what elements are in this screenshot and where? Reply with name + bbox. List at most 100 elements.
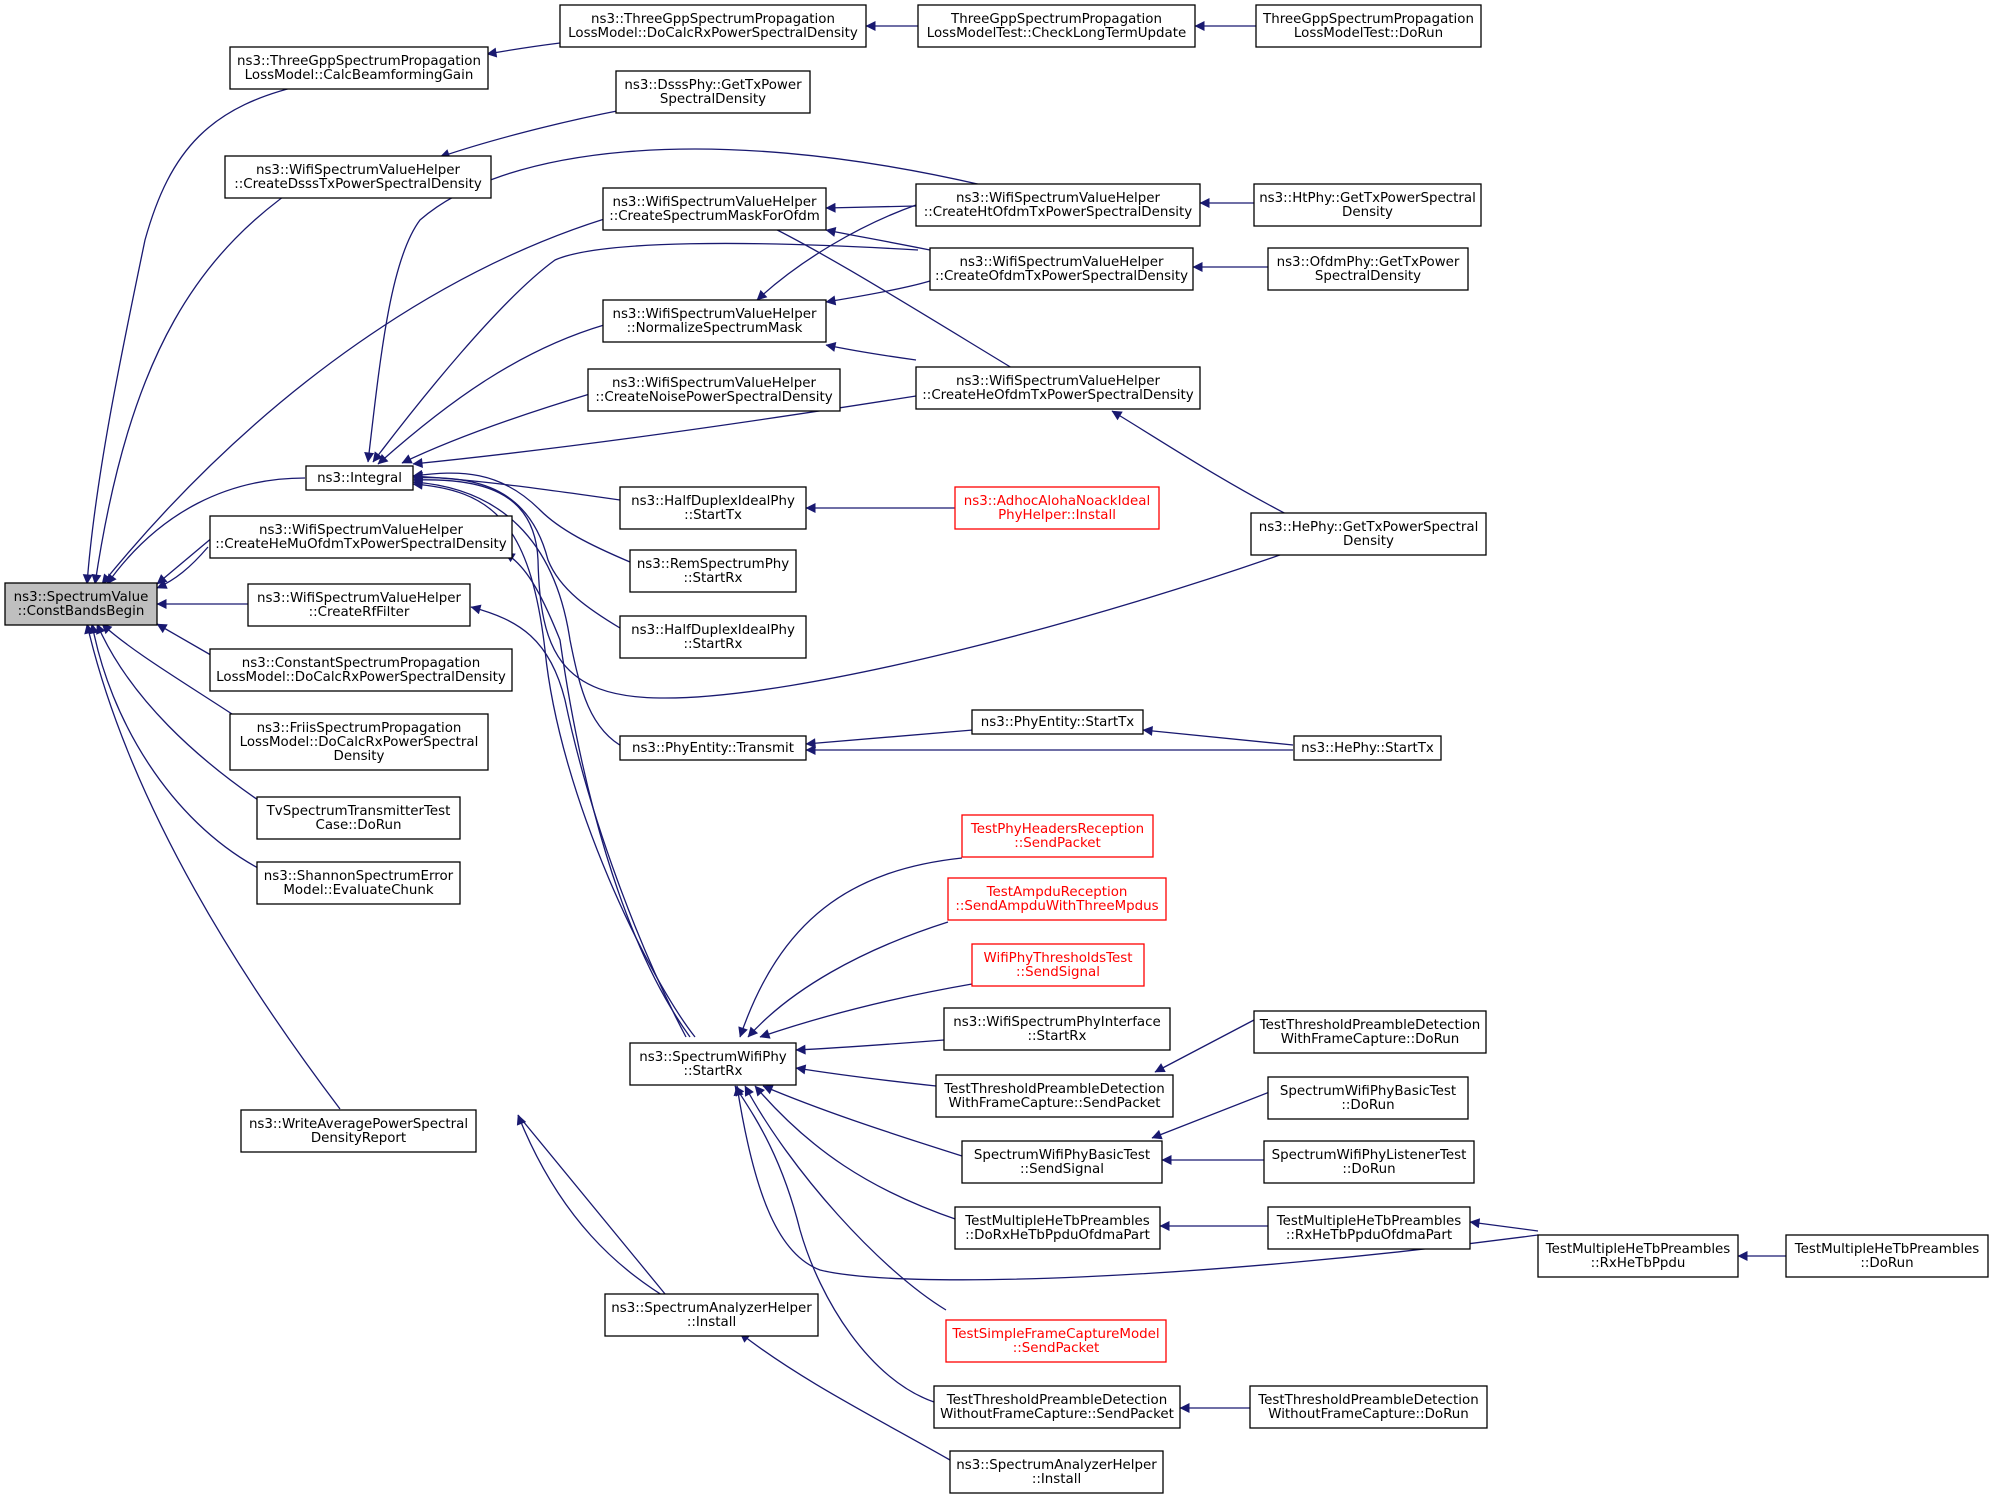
node-label-line: ns3::ThreeGppSpectrumPropagation	[591, 12, 835, 27]
node-box	[1267, 1206, 1471, 1250]
node-createMask[interactable]: ns3::WifiSpectrumValueHelper::CreateSpec…	[602, 187, 827, 231]
node-box	[935, 1074, 1174, 1118]
node-label-line: ns3::WifiSpectrumValueHelper	[259, 523, 464, 538]
node-createNoise[interactable]: ns3::WifiSpectrumValueHelper::CreateNois…	[587, 368, 841, 412]
node-createDsss[interactable]: ns3::WifiSpectrumValueHelper::CreateDsss…	[224, 155, 492, 199]
node-createRf[interactable]: ns3::WifiSpectrumValueHelper::CreateRfFi…	[247, 583, 471, 627]
node-createHt[interactable]: ns3::WifiSpectrumValueHelper::CreateHtOf…	[915, 183, 1201, 227]
node-adhoc[interactable]: ns3::AdhocAlohaNoackIdealPhyHelper::Inst…	[954, 486, 1160, 530]
node-label-line: TestThresholdPreambleDetection	[946, 1393, 1167, 1408]
node-sahInstall1[interactable]: ns3::SpectrumAnalyzerHelper::Install	[604, 1293, 819, 1337]
node-label-line: ns3::FriisSpectrumPropagation	[257, 721, 462, 736]
node-integral[interactable]: ns3::Integral	[305, 465, 414, 491]
node-wspiStartRx[interactable]: ns3::WifiSpectrumPhyInterface::StartRx	[943, 1007, 1171, 1051]
node-box	[1267, 1076, 1469, 1120]
node-tampdu[interactable]: TestAmpduReception::SendAmpduWithThreeMp…	[947, 877, 1167, 921]
node-label-line: ns3::ShannonSpectrumError	[264, 869, 454, 884]
node-label-line: TestThresholdPreambleDetection	[1257, 1393, 1478, 1408]
node-label-line: ns3::WifiSpectrumPhyInterface	[953, 1015, 1160, 1030]
edge	[1151, 1090, 1273, 1140]
node-thrSend[interactable]: WifiPhyThresholdsTest::SendSignal	[971, 943, 1145, 987]
node-swplRun[interactable]: SpectrumWifiPhyListenerTest::DoRun	[1263, 1140, 1475, 1184]
node-box	[256, 861, 461, 905]
node-label-line: ns3::WifiSpectrumValueHelper	[612, 307, 817, 322]
function-nodes: ns3::SpectrumValue::ConstBandsBeginns3::…	[4, 4, 1989, 1494]
node-swpbRun[interactable]: SpectrumWifiPhyBasicTest::DoRun	[1267, 1076, 1469, 1120]
node-tphrSend[interactable]: TestPhyHeadersReception::SendPacket	[961, 814, 1154, 858]
node-label-line: WithFrameCapture::SendPacket	[949, 1096, 1161, 1111]
node-label-line: Density	[334, 749, 385, 764]
node-createOfdm[interactable]: ns3::WifiSpectrumValueHelper::CreateOfdm…	[929, 247, 1194, 291]
node-friis[interactable]: ns3::FriisSpectrumPropagationLossModel::…	[229, 713, 489, 771]
node-label-line: ::CreateHeOfdmTxPowerSpectralDensity	[922, 388, 1193, 403]
node-phyStartTx[interactable]: ns3::PhyEntity::StartTx	[971, 709, 1144, 735]
node-box	[305, 465, 414, 491]
node-label-line: ::StartRx	[684, 637, 743, 652]
node-tmhRx[interactable]: TestMultipleHeTbPreambles::RxHeTbPpdu	[1537, 1234, 1739, 1278]
node-label-line: ::DoRun	[1341, 1098, 1394, 1113]
node-label-line: WithoutFrameCapture::DoRun	[1268, 1407, 1469, 1422]
node-label-line: TestSimpleFrameCaptureModel	[951, 1327, 1159, 1342]
node-remStartRx[interactable]: ns3::RemSpectrumPhy::StartRx	[629, 549, 797, 593]
edge	[1142, 725, 1294, 746]
node-label-line: LossModelTest::DoRun	[1294, 26, 1443, 41]
node-tmhRxOfdma[interactable]: TestMultipleHeTbPreambles::RxHeTbPpduOfd…	[1267, 1206, 1471, 1250]
node-label-line: Model::EvaluateChunk	[283, 883, 434, 898]
node-label-line: TestMultipleHeTbPreambles	[1794, 1242, 1980, 1257]
edge	[377, 324, 605, 465]
edge	[412, 479, 696, 1038]
edge	[412, 477, 626, 749]
node-tpdWithoutRun[interactable]: TestThresholdPreambleDetectionWithoutFra…	[1249, 1385, 1488, 1429]
node-label-line: SpectrumWifiPhyBasicTest	[974, 1148, 1150, 1163]
node-hdStartRx[interactable]: ns3::HalfDuplexIdealPhy::StartRx	[619, 615, 807, 659]
node-box	[1249, 1385, 1488, 1429]
node-tmhDoRx[interactable]: TestMultipleHeTbPreambles::DoRxHeTbPpduO…	[954, 1206, 1161, 1250]
node-tpdWithRun[interactable]: TestThresholdPreambleDetectionWithFrameC…	[1253, 1010, 1487, 1054]
node-label-line: ns3::WifiSpectrumValueHelper	[257, 591, 462, 606]
node-root[interactable]: ns3::SpectrumValue::ConstBandsBegin	[4, 582, 158, 626]
node-createHeMu[interactable]: ns3::WifiSpectrumValueHelper::CreateHeMu…	[209, 515, 513, 559]
node-swpStartRx[interactable]: ns3::SpectrumWifiPhy::StartRx	[629, 1042, 797, 1086]
node-constDoCalc[interactable]: ns3::ConstantSpectrumPropagationLossMode…	[209, 648, 513, 692]
node-box	[1785, 1234, 1989, 1278]
node-sahInstall2[interactable]: ns3::SpectrumAnalyzerHelper::Install	[949, 1450, 1164, 1494]
edge	[486, 42, 561, 58]
node-label-line: ::CreateDsssTxPowerSpectralDensity	[234, 177, 482, 192]
edge	[756, 204, 917, 301]
node-box	[1267, 247, 1469, 291]
node-writeAvg[interactable]: ns3::WriteAveragePowerSpectralDensityRep…	[240, 1109, 477, 1153]
node-label-line: TestThresholdPreambleDetection	[943, 1082, 1164, 1097]
node-label-line: ::SendPacket	[1013, 1341, 1100, 1356]
node-label-line: ::CreateNoisePowerSpectralDensity	[595, 390, 832, 405]
node-tgppCheck[interactable]: ThreeGppSpectrumPropagationLossModelTest…	[917, 4, 1196, 48]
node-tsfcSend[interactable]: TestSimpleFrameCaptureModel::SendPacket	[945, 1319, 1167, 1363]
node-tpdWithoutSend[interactable]: TestThresholdPreambleDetectionWithoutFra…	[933, 1385, 1181, 1429]
node-shannon[interactable]: ns3::ShannonSpectrumErrorModel::Evaluate…	[256, 861, 461, 905]
node-box	[954, 1206, 1161, 1250]
node-normalize[interactable]: ns3::WifiSpectrumValueHelper::NormalizeS…	[602, 299, 827, 343]
node-box	[229, 46, 489, 90]
node-phyTransmit[interactable]: ns3::PhyEntity::Transmit	[619, 735, 807, 761]
node-createHe[interactable]: ns3::WifiSpectrumValueHelper::CreateHeOf…	[915, 366, 1201, 410]
node-calcBeam[interactable]: ns3::ThreeGppSpectrumPropagationLossMode…	[229, 46, 489, 90]
node-tpdWithSend[interactable]: TestThresholdPreambleDetectionWithFrameC…	[935, 1074, 1174, 1118]
node-box	[971, 943, 1145, 987]
node-tmhRun[interactable]: TestMultipleHeTbPreambles::DoRun	[1785, 1234, 1989, 1278]
edge	[734, 1085, 935, 1403]
node-box	[209, 648, 513, 692]
node-box	[256, 796, 461, 840]
node-box	[933, 1385, 1181, 1429]
node-heStartTx[interactable]: ns3::HePhy::StartTx	[1293, 735, 1442, 761]
node-hdStartTx[interactable]: ns3::HalfDuplexIdealPhy::StartTx	[619, 486, 807, 530]
node-box	[961, 1140, 1163, 1184]
node-tgppDoRun[interactable]: ThreeGppSpectrumPropagationLossModelTest…	[1255, 4, 1482, 48]
node-swpbSend[interactable]: SpectrumWifiPhyBasicTest::SendSignal	[961, 1140, 1163, 1184]
edge	[733, 1085, 1539, 1281]
node-tgppDoCalc[interactable]: ns3::ThreeGppSpectrumPropagationLossMode…	[559, 4, 867, 48]
node-label-line: LossModelTest::CheckLongTermUpdate	[927, 26, 1187, 41]
